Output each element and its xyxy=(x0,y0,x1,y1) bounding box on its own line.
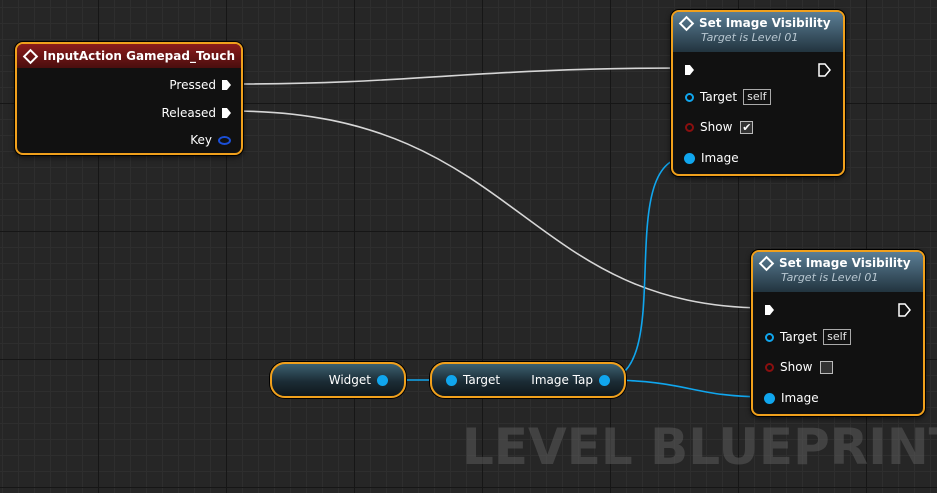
exec-pin-icon[interactable] xyxy=(222,108,231,118)
set-vis-2-header[interactable]: Set Image Visibility Target is Level 01 xyxy=(753,252,923,292)
object-pin-icon[interactable] xyxy=(764,392,775,404)
wire-released-exec xyxy=(231,110,768,309)
set-vis-2-target-label: Target xyxy=(780,330,818,344)
set-vis-1-subtitle: Target is Level 01 xyxy=(701,31,799,44)
set-image-visibility-node-1[interactable]: Set Image Visibility Target is Level 01 … xyxy=(671,10,845,176)
released-pin-row[interactable]: Released xyxy=(161,106,231,120)
set-vis-1-show-checkbox[interactable]: ✔ xyxy=(740,120,754,134)
wire-pressed-exec xyxy=(231,67,688,85)
set-vis-2-show-row[interactable]: Show xyxy=(765,360,834,374)
exec-in-pin-icon[interactable] xyxy=(685,65,694,75)
image-tap-output-label: Image Tap xyxy=(531,373,593,387)
set-vis-2-target-row[interactable]: Target self xyxy=(765,329,851,345)
set-vis-1-header[interactable]: Set Image Visibility Target is Level 01 xyxy=(673,12,843,52)
set-vis-2-subtitle: Target is Level 01 xyxy=(781,271,879,284)
input-action-title: InputAction Gamepad_Touch xyxy=(43,49,235,63)
exec-in-pin-icon[interactable] xyxy=(765,305,774,315)
object-pin-icon[interactable] xyxy=(599,374,610,386)
set-vis-2-image-label: Image xyxy=(781,391,819,405)
level-blueprint-watermark: LEVEL BLUEPRINT xyxy=(462,418,937,476)
set-vis-2-target-value[interactable]: self xyxy=(823,329,851,345)
image-tap-target-row[interactable]: Target xyxy=(446,373,500,387)
diamond-icon xyxy=(678,15,695,31)
object-pin-icon[interactable] xyxy=(684,152,695,164)
input-action-header[interactable]: InputAction Gamepad_Touch xyxy=(17,44,241,68)
diamond-icon xyxy=(22,48,39,64)
bool-pin-icon[interactable] xyxy=(765,362,774,372)
object-pin-icon[interactable] xyxy=(446,374,457,386)
released-pin-label: Released xyxy=(161,106,216,120)
set-vis-2-title: Set Image Visibility xyxy=(779,256,911,270)
exec-pin-icon[interactable] xyxy=(222,80,231,90)
set-vis-1-show-row[interactable]: Show ✔ xyxy=(685,120,754,134)
image-tap-getter-node[interactable]: Target Image Tap xyxy=(430,362,626,398)
input-action-node[interactable]: InputAction Gamepad_Touch Pressed Releas… xyxy=(15,42,243,155)
bool-pin-icon[interactable] xyxy=(685,122,694,132)
set-vis-1-image-label: Image xyxy=(701,151,739,165)
struct-pin-icon[interactable] xyxy=(218,135,231,145)
exec-out-pin-icon[interactable] xyxy=(898,303,911,317)
exec-out-pin-icon[interactable] xyxy=(818,63,831,77)
wire-imagetap-image1 xyxy=(602,156,689,381)
key-pin-label: Key xyxy=(190,133,212,147)
wire-imagetap-image2 xyxy=(602,379,769,398)
image-tap-output-row[interactable]: Image Tap xyxy=(531,373,610,387)
key-pin-row[interactable]: Key xyxy=(190,133,231,147)
widget-variable-node[interactable]: Widget xyxy=(270,362,406,398)
set-vis-2-show-checkbox[interactable] xyxy=(820,360,834,374)
diamond-icon xyxy=(758,255,775,271)
object-pin-icon[interactable] xyxy=(377,374,388,386)
pressed-pin-label: Pressed xyxy=(169,78,216,92)
pressed-pin-row[interactable]: Pressed xyxy=(169,78,231,92)
image-tap-target-label: Target xyxy=(463,373,501,387)
set-vis-1-image-row[interactable]: Image xyxy=(684,151,739,165)
set-vis-1-target-value[interactable]: self xyxy=(743,89,771,105)
widget-label: Widget xyxy=(328,373,371,387)
set-vis-1-target-label: Target xyxy=(700,90,738,104)
set-vis-2-show-label: Show xyxy=(780,360,813,374)
object-pin-icon[interactable] xyxy=(685,92,694,102)
set-vis-1-target-row[interactable]: Target self xyxy=(685,89,771,105)
set-image-visibility-node-2[interactable]: Set Image Visibility Target is Level 01 … xyxy=(751,250,925,416)
set-vis-2-image-row[interactable]: Image xyxy=(764,391,819,405)
object-pin-icon[interactable] xyxy=(765,332,774,342)
set-vis-1-show-label: Show xyxy=(700,120,733,134)
set-vis-1-title: Set Image Visibility xyxy=(699,16,831,30)
widget-pin-row[interactable]: Widget xyxy=(329,373,388,387)
